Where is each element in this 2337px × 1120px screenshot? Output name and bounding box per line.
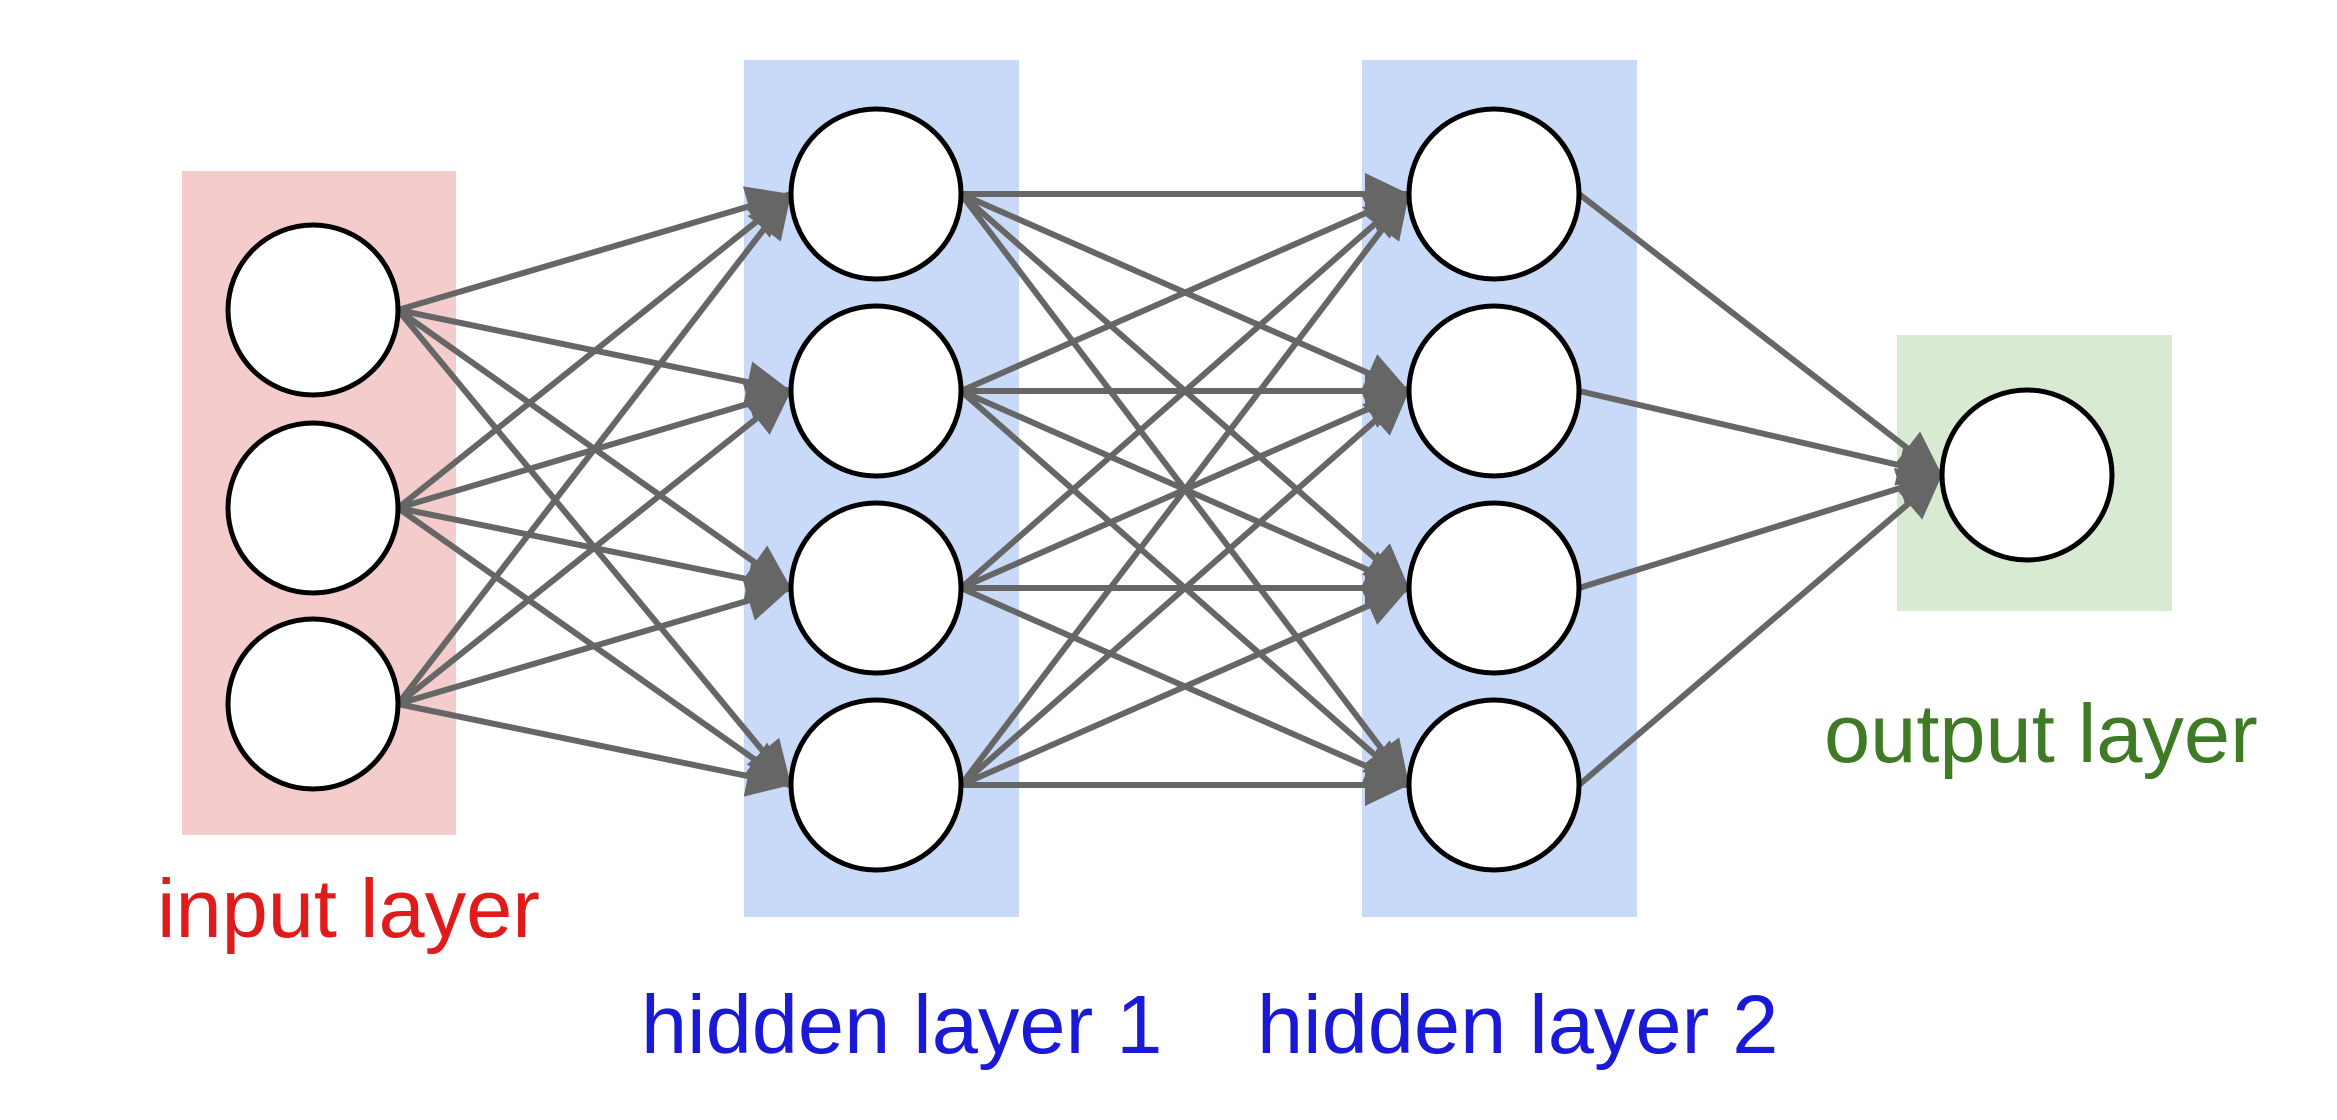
edge-input-1-to-hidden1-1	[397, 186, 792, 313]
edge-hidden1-4-to-hidden2-1	[958, 192, 1412, 787]
edge-input-3-to-hidden1-1	[395, 192, 794, 706]
hidden1-neuron-2	[788, 303, 964, 479]
neurons	[225, 106, 2115, 873]
input-neuron-1	[225, 222, 401, 398]
edge-hidden1-3-to-hidden2-1	[959, 191, 1411, 591]
edge-input-3-to-hidden1-2	[396, 388, 793, 707]
input-neuron-2	[225, 420, 401, 596]
hidden2-neuron-1	[1406, 106, 1582, 282]
hidden2-neuron-4	[1406, 697, 1582, 873]
edge-hidden1-4-to-hidden2-2	[959, 388, 1411, 788]
input-layer-label: input layer	[157, 862, 540, 955]
edge-hidden2-1-to-output-1	[1577, 191, 1944, 478]
edge-hidden2-4-to-output-1	[1577, 472, 1944, 788]
edge-hidden2-2-to-output-1	[1578, 388, 1943, 486]
connections	[395, 173, 1944, 806]
edge-input-3-to-hidden1-4	[397, 701, 792, 797]
hidden1-neuron-1	[788, 106, 964, 282]
input-neuron-3	[225, 616, 401, 792]
edge-input-2-to-hidden1-1	[396, 191, 793, 511]
edge-hidden2-3-to-output-1	[1578, 468, 1943, 591]
edge-hidden1-2-to-hidden2-1	[959, 191, 1411, 394]
output-neuron-1	[1939, 387, 2115, 563]
hidden1-neuron-4	[788, 697, 964, 873]
edge-input-3-to-hidden1-3	[397, 580, 792, 707]
edge-hidden1-4-to-hidden2-3	[959, 585, 1411, 788]
hidden2-neuron-2	[1406, 303, 1582, 479]
hidden-layer-2-label: hidden layer 2	[1257, 978, 1778, 1071]
output-layer-label: output layer	[1824, 687, 2258, 780]
hidden1-neuron-3	[788, 500, 964, 676]
hidden2-neuron-3	[1406, 500, 1582, 676]
hidden-layer-1-label: hidden layer 1	[641, 978, 1162, 1071]
